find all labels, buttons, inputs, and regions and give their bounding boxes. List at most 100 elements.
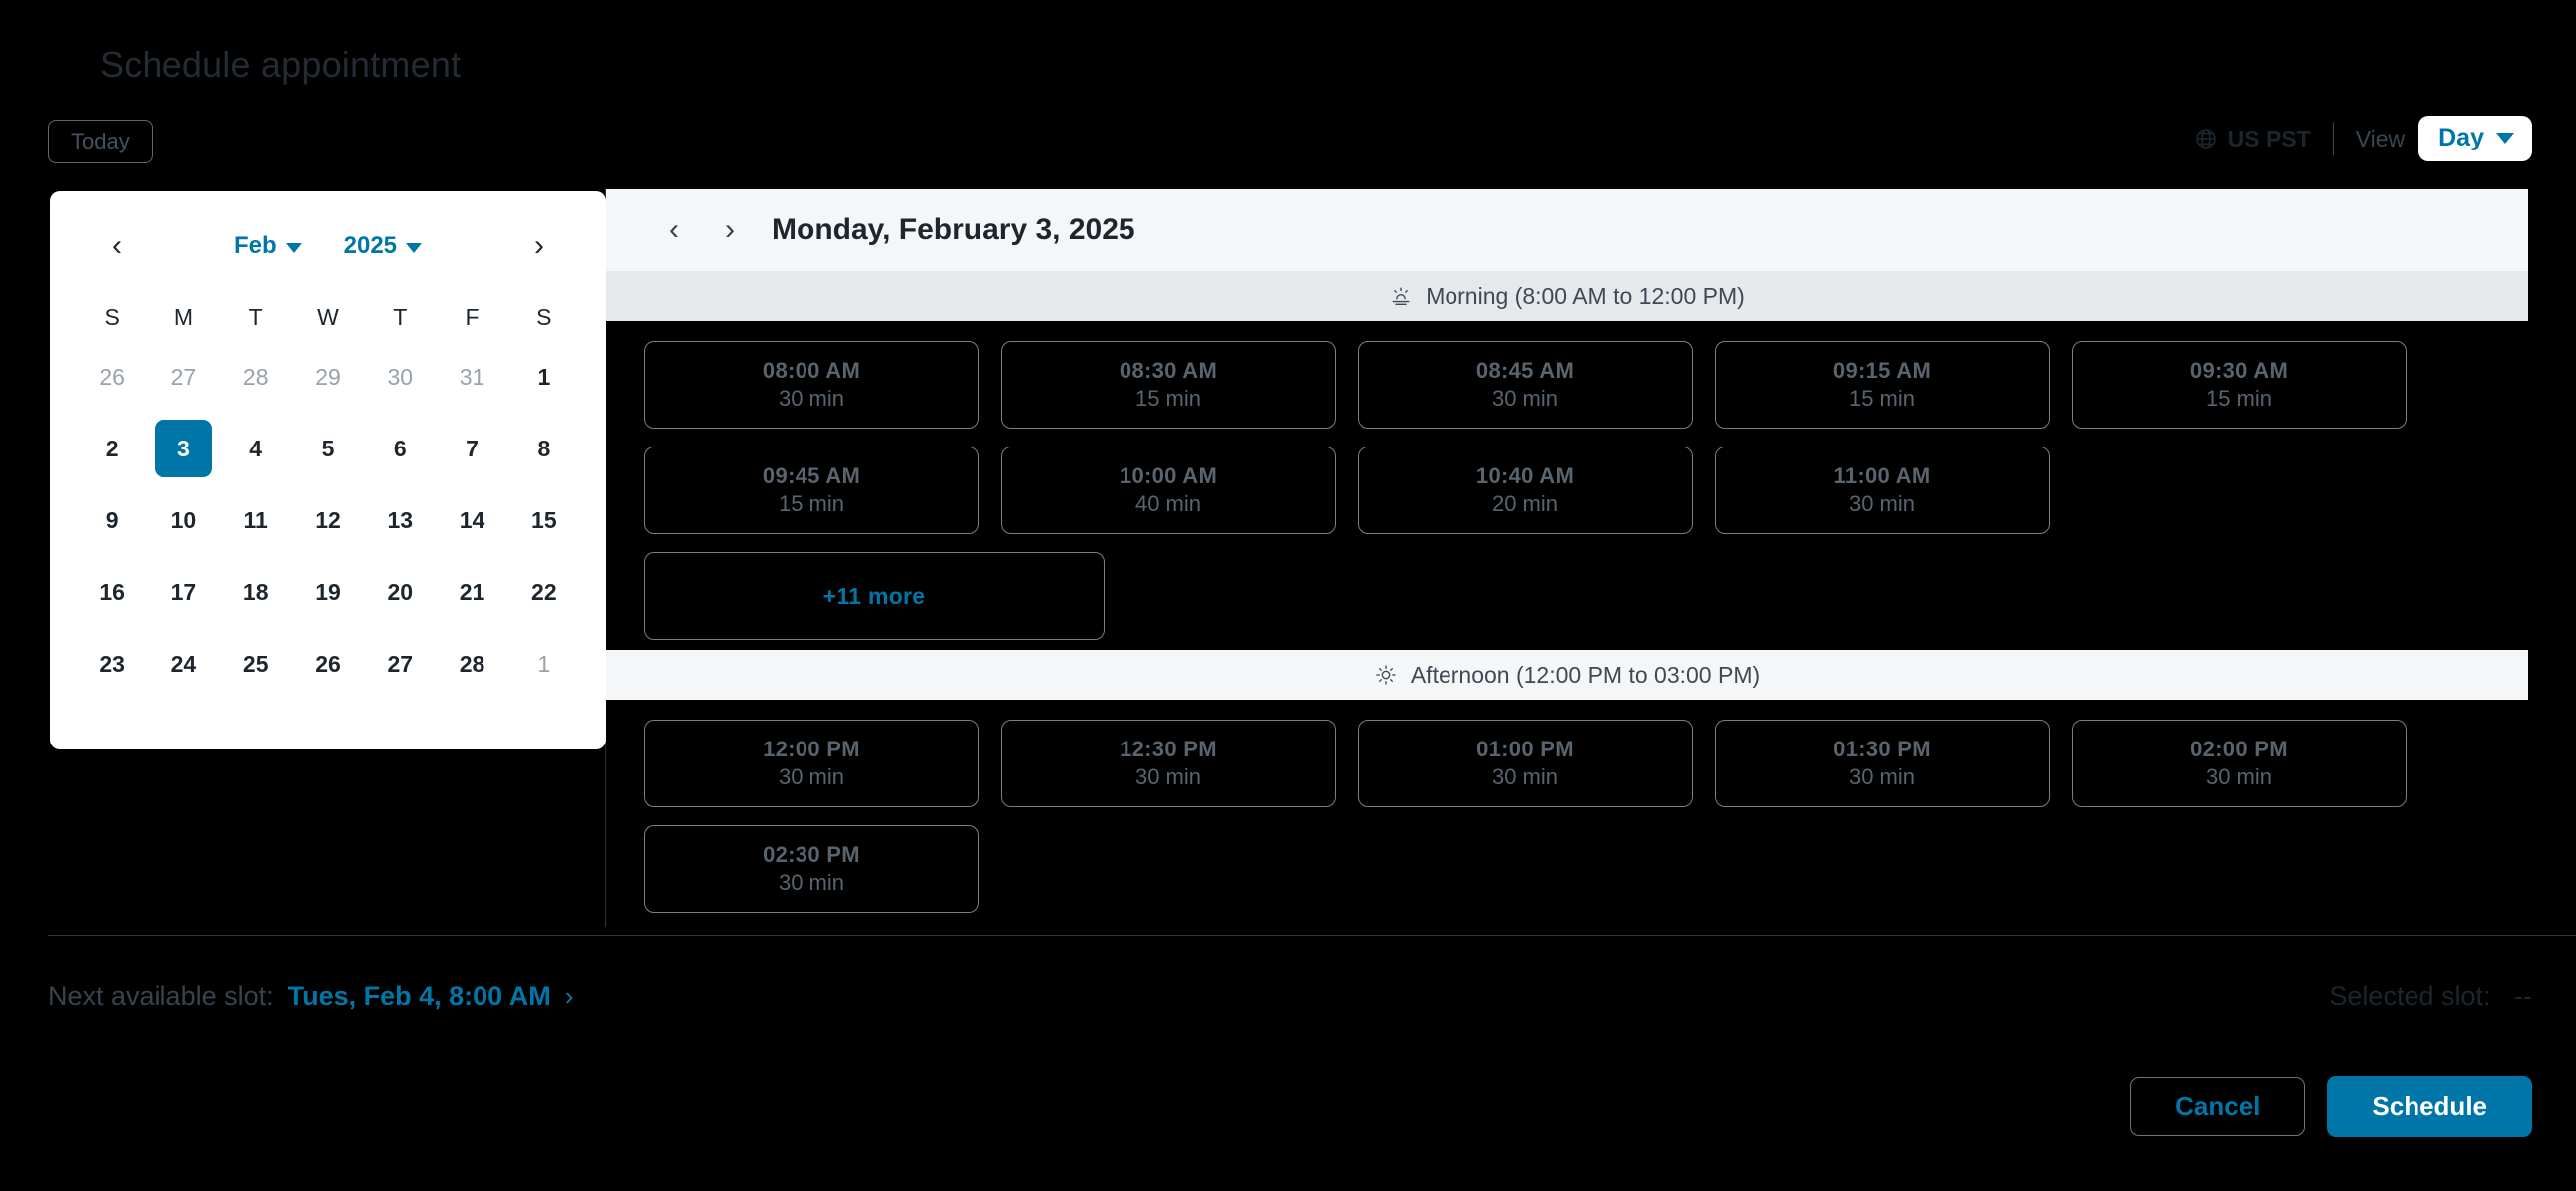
- calendar-day[interactable]: 8: [537, 435, 551, 461]
- next-available-label: Next available slot:: [48, 980, 274, 1011]
- chevron-down-icon: [406, 242, 423, 253]
- slot-duration: 15 min: [1848, 386, 1916, 411]
- slot-time: 08:45 AM: [1475, 358, 1575, 383]
- cancel-button[interactable]: Cancel: [2130, 1077, 2306, 1136]
- calendar-day-selected[interactable]: 3: [155, 420, 213, 477]
- calendar-day[interactable]: 1: [537, 363, 551, 390]
- calendar-day[interactable]: 19: [315, 578, 341, 605]
- slot-duration: 30 min: [1848, 764, 1916, 789]
- slot-time: 02:30 PM: [763, 842, 860, 867]
- calendar-day[interactable]: 28: [459, 650, 485, 677]
- calendar-day[interactable]: 27: [170, 363, 197, 390]
- calendar-day[interactable]: 17: [170, 578, 197, 605]
- page-title: Schedule appointment: [100, 44, 462, 85]
- calendar-day[interactable]: 27: [387, 650, 414, 677]
- calendar-day[interactable]: 16: [99, 578, 125, 605]
- calendar-day[interactable]: 18: [242, 578, 269, 605]
- calendar-day[interactable]: 21: [459, 578, 485, 605]
- calendar-day[interactable]: 28: [242, 363, 269, 390]
- year-dropdown[interactable]: 2025: [344, 232, 423, 260]
- schedule-button[interactable]: Schedule: [2327, 1076, 2532, 1137]
- calendar-header: ‹ Feb 2025 ›: [76, 221, 580, 271]
- slot-time: 10:00 AM: [1119, 463, 1218, 488]
- calendar-day[interactable]: 4: [249, 435, 263, 461]
- calendar-day[interactable]: 14: [459, 506, 485, 533]
- slot-time: 02:00 PM: [2190, 737, 2288, 761]
- schedule-date-heading: Monday, February 3, 2025: [772, 213, 1135, 246]
- footer-status-row: Next available slot: Tues, Feb 4, 8:00 A…: [48, 972, 2532, 1020]
- calendar-day[interactable]: 26: [315, 650, 341, 677]
- selected-slot-status: Selected slot: --: [2329, 981, 2532, 1012]
- today-button[interactable]: Today: [48, 120, 153, 164]
- month-value: Feb: [233, 232, 277, 259]
- slot-time: 12:30 PM: [1120, 737, 1217, 761]
- slot-duration: 30 min: [1134, 764, 1202, 789]
- calendar-day[interactable]: 9: [105, 506, 119, 533]
- calendar-day[interactable]: 26: [99, 363, 125, 390]
- chevron-right-icon[interactable]: ›: [564, 980, 574, 1011]
- time-slot[interactable]: 12:30 PM 30 min: [1001, 720, 1336, 807]
- calendar-day[interactable]: 6: [393, 435, 407, 461]
- time-slot[interactable]: 02:30 PM 30 min: [644, 825, 979, 913]
- slot-duration: 30 min: [778, 870, 845, 895]
- calendar-day[interactable]: 13: [387, 506, 414, 533]
- timezone-label: US PST: [2227, 125, 2311, 151]
- calendar-day[interactable]: 7: [466, 435, 479, 461]
- slot-time: 11:00 AM: [1833, 463, 1931, 488]
- calendar-day[interactable]: 2: [105, 435, 119, 461]
- schedule-prev-day-button[interactable]: ‹: [669, 213, 679, 246]
- chevron-down-icon: [285, 242, 302, 253]
- action-buttons: Cancel Schedule: [2130, 1076, 2532, 1137]
- calendar-day[interactable]: 1: [537, 650, 551, 677]
- show-more-slots-button[interactable]: +11 more: [644, 552, 1105, 640]
- calendar-day[interactable]: 25: [242, 650, 269, 677]
- calendar-day[interactable]: 29: [315, 363, 341, 390]
- toolbar: Today US PST View Day: [0, 116, 2576, 175]
- calendar-day[interactable]: 5: [321, 435, 335, 461]
- calendar-day[interactable]: 15: [531, 506, 557, 533]
- view-mode-dropdown[interactable]: Day: [2418, 116, 2532, 161]
- slot-duration: 30 min: [778, 764, 845, 789]
- slot-time: 08:00 AM: [762, 358, 861, 383]
- calendar-day[interactable]: 10: [170, 506, 197, 533]
- calendar-day[interactable]: 30: [387, 363, 414, 390]
- calendar-day[interactable]: 31: [459, 363, 485, 390]
- chevron-down-icon: [2496, 133, 2514, 144]
- slot-duration: 15 min: [1134, 386, 1202, 411]
- calendar-day[interactable]: 11: [243, 506, 268, 533]
- calendar-prev-month-button[interactable]: ‹: [112, 229, 122, 262]
- calendar-day[interactable]: 23: [99, 650, 125, 677]
- section-band-afternoon: Afternoon (12:00 PM to 03:00 PM): [606, 650, 2528, 700]
- schedule-next-day-button[interactable]: ›: [725, 213, 735, 246]
- month-dropdown[interactable]: Feb: [234, 232, 302, 260]
- calendar-day[interactable]: 22: [531, 578, 557, 605]
- calendar-day[interactable]: 24: [170, 650, 197, 677]
- calendar-weekday: S: [104, 303, 120, 330]
- calendar-next-month-button[interactable]: ›: [534, 229, 544, 262]
- footer-divider: [48, 935, 2576, 936]
- time-slot[interactable]: 12:00 PM 30 min: [644, 720, 979, 807]
- calendar-weekday: S: [536, 303, 552, 330]
- calendar-day[interactable]: 12: [315, 506, 341, 533]
- next-available-link[interactable]: Tues, Feb 4, 8:00 AM: [287, 980, 551, 1011]
- slot-time: 12:00 PM: [763, 737, 860, 761]
- toolbar-right-group: US PST View Day: [2194, 116, 2532, 161]
- calendar-week-row: 23 24 25 26 27 28 1: [76, 628, 580, 700]
- timezone-indicator[interactable]: US PST: [2194, 126, 2333, 152]
- calendar-day[interactable]: 20: [387, 578, 414, 605]
